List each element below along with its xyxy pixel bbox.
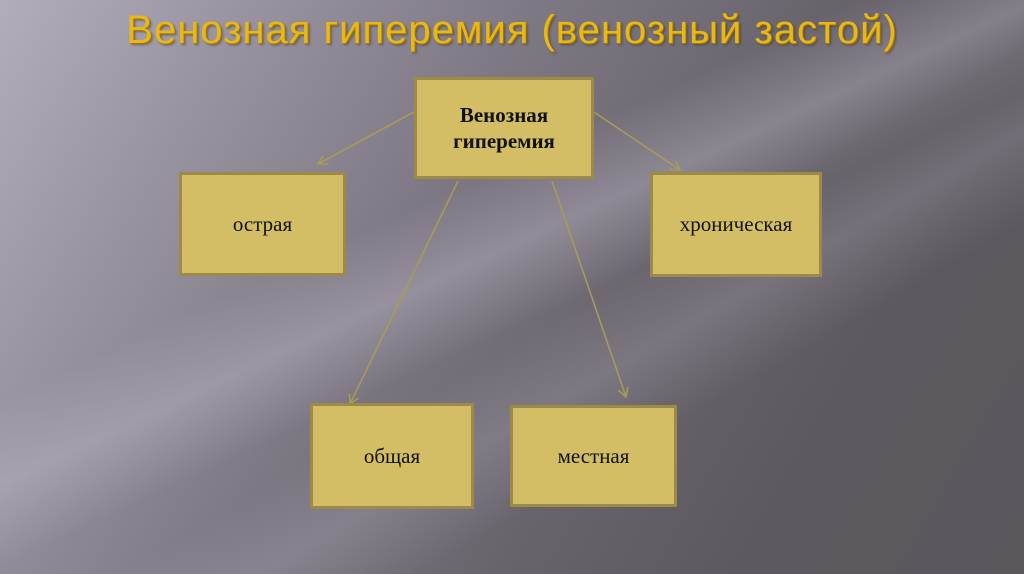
arrow-to-chronic — [593, 111, 682, 171]
node-acute-label: острая — [232, 211, 293, 236]
node-local-label: местная — [557, 443, 630, 468]
root-node-label-line1: Венозная — [459, 103, 549, 127]
node-local: местная — [510, 405, 677, 507]
arrow-to-local — [551, 180, 629, 399]
arrow-to-general — [348, 180, 459, 406]
node-chronic-label: хроническая — [679, 212, 793, 236]
root-node-label-line2: гиперемия — [453, 129, 555, 153]
arrow-to-acute — [316, 111, 415, 165]
slide-title: Венозная гиперемия (венозный застой) — [126, 8, 898, 52]
node-general-label: общая — [363, 443, 421, 468]
node-general: общая — [310, 403, 474, 509]
node-acute: острая — [179, 172, 346, 276]
root-node-venous-hyperemia: Венозная гиперемия — [414, 77, 594, 179]
node-chronic: хроническая — [650, 172, 822, 277]
